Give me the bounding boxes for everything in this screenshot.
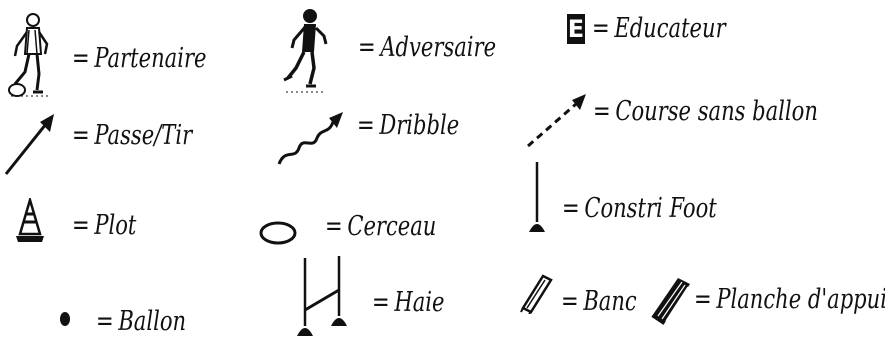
bench-icon	[520, 274, 553, 314]
hoop-icon	[259, 221, 297, 245]
educateur-icon: E	[567, 14, 585, 44]
legend-label-passe-tir: =Passe/Tir	[72, 120, 193, 151]
board-icon	[651, 278, 690, 325]
solid-arrow-icon	[4, 114, 54, 175]
legend-label-course: =Course sans ballon	[593, 96, 818, 127]
legend-label-plot: =Plot	[72, 210, 137, 241]
legend-label-banc: =Banc	[561, 286, 637, 317]
legend-label-dribble: =Dribble	[357, 110, 460, 141]
dashed-arrow-icon	[527, 94, 586, 148]
legend-label-educateur: =Educateur	[592, 13, 726, 44]
legend-label-constri-foot: =Constri Foot	[562, 193, 717, 224]
player-kicking-icon	[8, 13, 49, 97]
wavy-arrow-icon	[277, 112, 343, 165]
player-running-icon	[283, 9, 328, 93]
legend-label-cerceau: =Cerceau	[325, 211, 437, 242]
pole-icon	[529, 162, 545, 232]
legend-label-partenaire: =Partenaire	[72, 43, 207, 74]
hurdle-icon	[297, 256, 347, 336]
legend-label-planche: =Planche d'appui	[694, 284, 885, 315]
ball-icon	[60, 312, 70, 326]
legend-label-adversaire: =Adversaire	[358, 32, 497, 63]
legend-label-ballon: =Ballon	[96, 306, 187, 337]
cone-icon	[16, 198, 44, 242]
legend-label-haie: =Haie	[372, 287, 445, 318]
